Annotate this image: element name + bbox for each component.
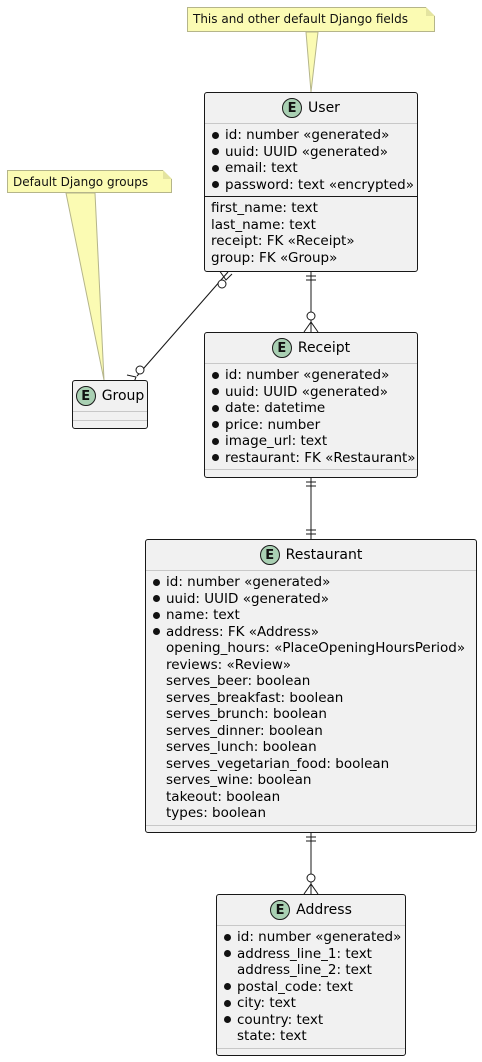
required-bullet-icon bbox=[212, 164, 219, 172]
required-bullet-icon bbox=[153, 628, 160, 636]
attribute-row: types: boolean bbox=[166, 805, 267, 821]
user-note: This and other default Django fields bbox=[187, 7, 435, 32]
required-bullet-icon bbox=[224, 999, 231, 1007]
entity-header: E User bbox=[205, 93, 417, 123]
group-note: Default Django groups bbox=[7, 170, 172, 193]
required-bullet-icon bbox=[224, 983, 231, 991]
attribute-row: serves_wine: boolean bbox=[166, 772, 312, 788]
attribute-row: serves_beer: boolean bbox=[166, 673, 311, 689]
attribute-row: id: number «generated» bbox=[211, 367, 417, 384]
attribute-row: city: text bbox=[223, 995, 405, 1012]
attribute-row: date: datetime bbox=[211, 400, 417, 417]
attribute-row: serves_vegetarian_food: boolean bbox=[166, 755, 390, 772]
attribute-row: takeout: boolean bbox=[166, 788, 281, 805]
attributes: id: number «generated» uuid: UUID «gener… bbox=[146, 570, 476, 825]
attribute-row: image_url: text bbox=[211, 433, 417, 450]
attribute-row: country: text bbox=[223, 1012, 405, 1029]
required-bullet-icon bbox=[212, 454, 219, 462]
entity-restaurant[interactable]: E Restaurant id: number «generated» uuid… bbox=[145, 539, 477, 833]
entity-title: Restaurant bbox=[285, 547, 363, 563]
attribute-row: id: number «generated» bbox=[152, 574, 476, 591]
empty-section bbox=[217, 1047, 405, 1057]
attribute-row: restaurant: FK «Restaurant» bbox=[211, 450, 417, 467]
attributes: id: number «generated»address_line_1: te… bbox=[217, 925, 405, 1048]
user-group-relation bbox=[126, 269, 233, 386]
required-bullet-icon bbox=[212, 181, 219, 189]
entity-title: Receipt bbox=[297, 340, 351, 356]
attribute-row: email: text bbox=[211, 160, 417, 177]
entity-user[interactable]: E User id: number «generated» uuid: UUID… bbox=[204, 92, 418, 272]
entity-header: E Restaurant bbox=[146, 540, 476, 570]
required-bullet-icon bbox=[212, 388, 219, 396]
entity-title: Group bbox=[101, 388, 145, 404]
key-attributes: id: number «generated» uuid: UUID «gener… bbox=[205, 123, 417, 196]
attribute-row: reviews: «Review» bbox=[166, 656, 291, 673]
note-fold bbox=[163, 170, 172, 179]
entity-group[interactable]: E Group bbox=[72, 380, 148, 429]
attribute-row: name: text bbox=[152, 607, 476, 624]
entity-badge-icon: E bbox=[270, 900, 291, 920]
attribute-row: address: FK «Address» bbox=[152, 624, 476, 641]
attribute-row: id: number «generated» bbox=[223, 929, 405, 946]
user-note-connector bbox=[305, 31, 319, 93]
attribute-row: group: FK «Group» bbox=[211, 249, 338, 266]
attribute-row: address_line_2: text bbox=[237, 962, 372, 978]
entity-badge-icon: E bbox=[271, 338, 292, 358]
group-note-connector bbox=[65, 192, 105, 381]
attribute-row: uuid: UUID «generated» bbox=[152, 591, 476, 608]
attribute-row: serves_lunch: boolean bbox=[166, 739, 317, 755]
required-bullet-icon bbox=[224, 950, 231, 958]
attribute-row: password: text «encrypted» bbox=[211, 177, 417, 194]
required-bullet-icon bbox=[153, 578, 160, 586]
entity-receipt[interactable]: E Receipt id: number «generated» uuid: U… bbox=[204, 332, 418, 478]
required-bullet-icon bbox=[212, 421, 219, 429]
required-bullet-icon bbox=[212, 371, 219, 379]
empty-section bbox=[73, 420, 147, 429]
attribute-row: uuid: UUID «generated» bbox=[211, 144, 417, 161]
required-bullet-icon bbox=[212, 404, 219, 412]
attribute-row: postal_code: text bbox=[223, 979, 405, 996]
receipt-restaurant-relation bbox=[306, 478, 316, 539]
attribute-row: last_name: text bbox=[211, 216, 316, 233]
attribute-row: serves_brunch: boolean bbox=[166, 706, 327, 722]
entity-header: E Address bbox=[217, 895, 405, 925]
required-bullet-icon bbox=[153, 611, 160, 619]
empty-section bbox=[146, 824, 476, 834]
attribute-row: serves_dinner: boolean bbox=[166, 722, 323, 739]
note-fold bbox=[426, 7, 435, 16]
key-attributes: id: number «generated» uuid: UUID «gener… bbox=[205, 363, 417, 469]
required-bullet-icon bbox=[224, 1016, 231, 1024]
entity-header: E Receipt bbox=[205, 333, 417, 363]
entity-badge-icon: E bbox=[282, 98, 303, 118]
entity-badge-icon: E bbox=[75, 386, 96, 406]
empty-section bbox=[73, 411, 147, 420]
attribute-row: opening_hours: «PlaceOpeningHoursPeriod» bbox=[166, 640, 466, 656]
required-bullet-icon bbox=[153, 595, 160, 603]
empty-section bbox=[205, 469, 417, 478]
entity-title: Address bbox=[296, 902, 352, 918]
entity-header: E Group bbox=[73, 381, 147, 411]
attribute-row: first_name: text bbox=[211, 200, 318, 216]
attribute-row: serves_breakfast: boolean bbox=[166, 689, 344, 706]
user-note-text: This and other default Django fields bbox=[193, 12, 408, 26]
attribute-row: id: number «generated» bbox=[211, 127, 417, 144]
attribute-row: uuid: UUID «generated» bbox=[211, 384, 417, 401]
required-bullet-icon bbox=[224, 933, 231, 941]
attribute-row: state: text bbox=[237, 1028, 307, 1044]
entity-badge-icon: E bbox=[259, 545, 280, 565]
required-bullet-icon bbox=[212, 437, 219, 445]
restaurant-address-relation bbox=[303, 833, 319, 895]
other-attributes: first_name: text last_name: text receipt… bbox=[205, 196, 417, 269]
attribute-row: address_line_1: text bbox=[223, 946, 405, 963]
entity-title: User bbox=[308, 100, 340, 116]
attribute-row: price: number bbox=[211, 417, 417, 434]
group-note-text: Default Django groups bbox=[13, 175, 149, 189]
required-bullet-icon bbox=[212, 148, 219, 156]
user-receipt-relation bbox=[303, 272, 319, 333]
entity-address[interactable]: E Address id: number «generated»address_… bbox=[216, 894, 406, 1056]
required-bullet-icon bbox=[212, 131, 219, 139]
attribute-row: receipt: FK «Receipt» bbox=[211, 233, 355, 249]
